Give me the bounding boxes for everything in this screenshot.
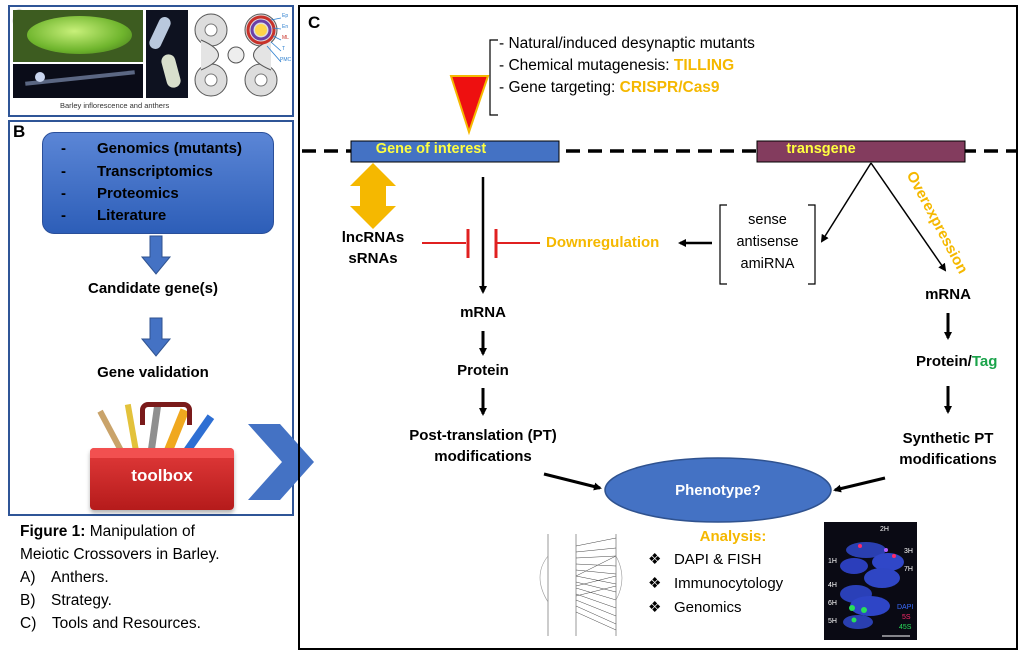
inflorescence-photo [13, 10, 143, 62]
panel-b-arrows [140, 235, 172, 357]
method-gene-targeting: - Gene targeting: CRISPR/Cas9 [499, 79, 720, 96]
analysis-item-immuno: ❖ Immunocytology [648, 575, 784, 592]
gene-of-interest-label: Gene of interest [375, 141, 487, 157]
left-pt-label-1: Post-translation (PT) [409, 427, 557, 444]
anther-cross-section-diagram [194, 13, 282, 97]
construct-sense: sense [748, 212, 787, 228]
method-chemical: - Chemical mutagenesis: TILLING [499, 57, 735, 74]
fish-legend-5s: 5S [902, 614, 911, 621]
panel-c-label: C [308, 13, 321, 32]
fish-image [824, 522, 917, 640]
analysis-item-genomics: ❖ Genomics [648, 599, 742, 616]
anther-label-ml: ML [282, 35, 289, 41]
source-bullet-3: - [61, 185, 66, 202]
tag-label: Tag [971, 353, 998, 370]
construct-antisense: antisense [736, 234, 799, 250]
lncrnas-label: lncRNAs [341, 229, 405, 246]
phenotype-label: Phenotype? [675, 482, 761, 499]
toolbox-illustration: toolbox [82, 402, 242, 514]
fish-label-5h: 5H [828, 618, 837, 625]
data-sources-box: - Genomics (mutants) - Transcriptomics -… [42, 132, 274, 234]
panel-b: B - Genomics (mutants) - Transcriptomics… [8, 120, 294, 516]
crispr-label: CRISPR/Cas9 [619, 79, 720, 96]
caption-item-c: C) Tools and Resources. [20, 615, 201, 632]
figure-caption: Figure 1: Manipulation of Meiotic Crosso… [20, 520, 290, 635]
panel-a: A Ep E [8, 5, 294, 117]
caption-title-rest: Manipulation of [85, 523, 195, 540]
source-transcriptomics: Transcriptomics [97, 163, 213, 180]
source-bullet-2: - [61, 163, 66, 180]
panel-c: C [298, 5, 1018, 650]
source-literature: Literature [97, 207, 167, 224]
caption-item-b: B) Strategy. [20, 592, 112, 609]
fish-label-1h: 1H [828, 558, 837, 565]
fish-label-3h: 3H [904, 548, 913, 555]
right-pt-label-2: modifications [899, 451, 997, 468]
source-bullet-1: - [61, 140, 66, 157]
analysis-list: ❖ DAPI & FISH ❖ Immunocytology ❖ Genomic… [648, 548, 783, 620]
right-pt-label-1: Synthetic PT [902, 430, 994, 447]
anther-closeup-photo [146, 10, 188, 98]
diamond-bullet-icon: ❖ [648, 551, 674, 568]
transgene-label: transgene [786, 141, 856, 157]
fish-legend-45s: 45S [899, 624, 912, 631]
anther-label-pmc: PMC [280, 57, 292, 63]
gene-validation-label: Gene validation [97, 364, 209, 381]
genome-map-thumbnail [518, 526, 636, 638]
panel-a-caption: Barley inflorescence and anthers [60, 101, 170, 110]
caption-item-a: A) Anthers. [20, 569, 109, 586]
anther-label-t: T [282, 46, 286, 52]
anther-label-ep: Ep [282, 13, 289, 19]
construct-amirna: amiRNA [740, 256, 795, 272]
right-protein-label: Protein/ [916, 353, 972, 370]
caption-line-2: Meiotic Crossovers in Barley. [20, 546, 220, 563]
analysis-title: Analysis: [699, 528, 767, 545]
diamond-bullet-icon: ❖ [648, 575, 674, 592]
panel-b-label: B [13, 122, 26, 141]
fish-label-7h: 7H [904, 566, 913, 573]
right-protein-tag: Protein/Tag [916, 353, 997, 370]
methods-list: - Natural/induced desynaptic mutants - C… [499, 33, 755, 99]
caption-title: Figure 1: [20, 523, 86, 540]
srnas-label: sRNAs [348, 250, 398, 267]
caption-line-1: Figure 1: Manipulation of [20, 520, 290, 543]
method-desynaptic: - Natural/induced desynaptic mutants [499, 35, 755, 52]
fish-label-4h: 4H [828, 582, 837, 589]
source-genomics: Genomics (mutants) [97, 140, 243, 157]
source-bullet-4: - [61, 207, 66, 224]
fish-legend-dapi: DAPI [897, 604, 914, 611]
fish-label-2h: 2H [880, 526, 889, 533]
left-pt-label-2: modifications [434, 448, 532, 465]
diamond-bullet-icon: ❖ [648, 599, 674, 616]
anther-photo [13, 64, 143, 98]
anther-label-en: En [282, 24, 289, 30]
downregulation-label: Downregulation [546, 234, 660, 251]
tilling-label: TILLING [673, 57, 735, 74]
toolbox-label: toolbox [131, 466, 193, 485]
candidate-genes-label: Candidate gene(s) [87, 280, 219, 297]
left-protein-label: Protein [457, 362, 509, 379]
analysis-item-dapi: ❖ DAPI & FISH [648, 551, 762, 568]
right-mrna-label: mRNA [925, 286, 971, 303]
source-proteomics: Proteomics [97, 185, 179, 202]
left-mrna-label: mRNA [460, 304, 506, 321]
fish-label-6h: 6H [828, 600, 837, 607]
